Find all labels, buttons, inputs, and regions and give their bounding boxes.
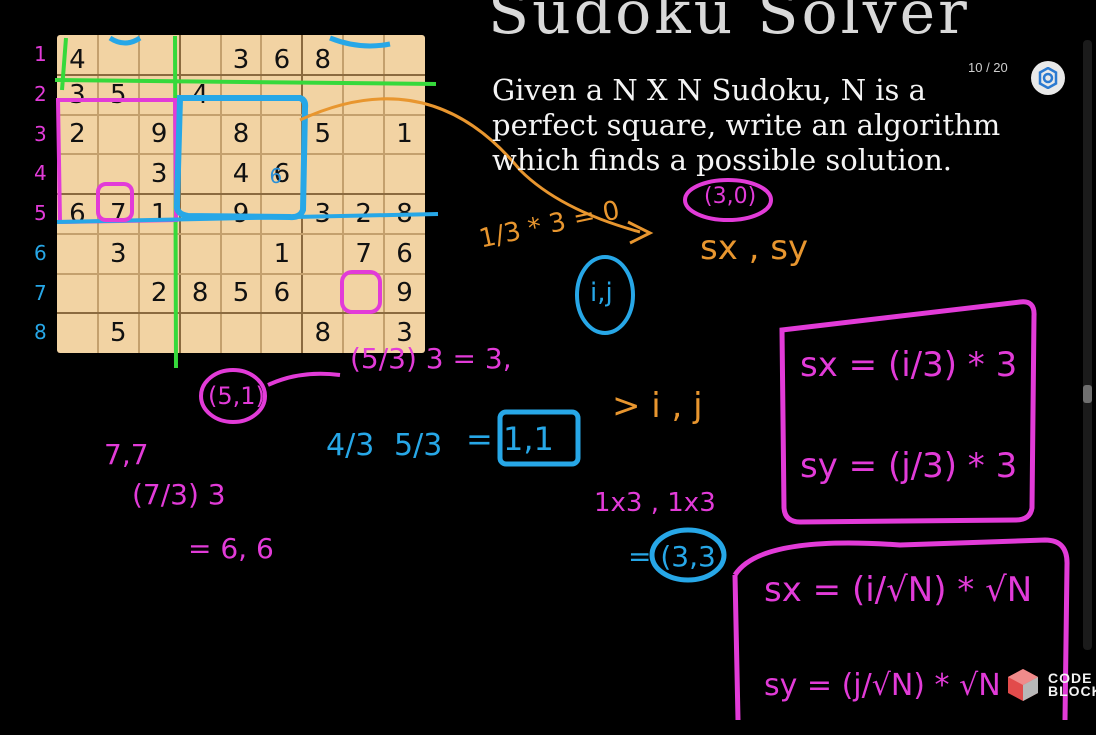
sudoku-cell: 6: [273, 44, 291, 75]
formula-sx: sx = (i/3) * 3: [800, 345, 1018, 385]
sudoku-cell: 3: [69, 79, 86, 110]
annotation-equals-box: = 1,1: [466, 420, 554, 458]
row-label: 8: [34, 320, 47, 345]
sudoku-cell: 3: [314, 198, 332, 229]
sudoku-cell: 5: [314, 119, 332, 150]
logo-line-2: BLOCK: [1048, 683, 1096, 699]
sudoku-cell: 5: [110, 79, 127, 110]
pink-formula-box: [779, 299, 1037, 525]
sudoku-cell: 8: [191, 278, 209, 309]
row-label: 4: [34, 161, 47, 186]
annotation-sx-sy: sx , sy: [700, 228, 809, 268]
annotation-pair-7-7: 7,7: [104, 438, 149, 471]
sudoku-cell: 5: [110, 318, 127, 349]
green-vertical-line: [54, 35, 437, 369]
annotation-ij-circle: i,j: [590, 278, 613, 308]
sudoku-cell: 8: [232, 119, 250, 150]
sudoku-cell: 2: [69, 119, 86, 150]
sudoku-cell: 7: [355, 238, 372, 269]
annotation-product-result: = (3,3): [628, 540, 727, 573]
sudoku-cell: 4: [69, 44, 86, 75]
pink-box-region: [55, 98, 179, 225]
gear-icon: [1038, 67, 1058, 89]
sudoku-cell: 1: [273, 238, 291, 269]
sudoku-cell: 4: [191, 79, 209, 110]
annotation-div-expr: (5/3) 3 = 3,: [350, 342, 512, 375]
annotation-cell-5-1: (5,1): [208, 382, 265, 410]
scroll-thumb[interactable]: [1083, 385, 1092, 403]
cyan-box-1-1: [497, 409, 581, 467]
grid-line-horizontal: [57, 193, 425, 195]
problem-statement: Given a N X N Sudoku, N is a perfect squ…: [492, 73, 1082, 178]
orange-arrow: [299, 97, 654, 245]
cyan-top-mark: [108, 35, 391, 49]
pink-ellipse-5-1: [199, 368, 267, 424]
sudoku-cell: 3: [110, 238, 127, 269]
sudoku-cell: 6: [273, 159, 291, 190]
sudoku-cell: 9: [396, 278, 413, 309]
annotation-pair-result: = 6, 6: [188, 532, 274, 565]
slide-counter: 10 / 20: [968, 60, 1008, 75]
row-label: 5: [34, 201, 47, 225]
grid-line-horizontal: [57, 272, 425, 275]
pink-ellipse-3-0: [683, 178, 773, 222]
problem-line-2: perfect square, write an algorithm: [492, 108, 1001, 142]
annotation-ij-arrow: > i , j: [612, 386, 703, 426]
sudoku-cell: 3: [232, 44, 250, 75]
sudoku-cell: 6: [273, 278, 291, 309]
problem-line-1: Given a N X N Sudoku, N is a: [492, 73, 926, 107]
cyan-box-region: [173, 95, 309, 221]
annotation-product: 1x3 , 1x3: [594, 488, 716, 518]
annotation-pair-div: (7/3) 3: [132, 478, 226, 511]
cube-logo-icon: [1008, 669, 1038, 701]
cyan-circle-3-3: [649, 527, 727, 583]
grid-line-horizontal: [57, 113, 425, 116]
row-label: 3: [34, 121, 47, 146]
grid-line-horizontal: [57, 73, 425, 76]
cyan-circle-ij: [575, 255, 635, 335]
grid-line-horizontal: [57, 312, 425, 315]
sudoku-cell: 3: [396, 318, 413, 349]
sudoku-cell: 8: [314, 318, 332, 349]
problem-line-3: which finds a possible solution.: [492, 143, 952, 177]
row-label: 1: [34, 42, 47, 66]
logo-line-1: CODE: [1048, 670, 1093, 686]
sudoku-cell: 2: [150, 278, 168, 309]
annotation-small-six: 6: [269, 164, 283, 189]
sudoku-cell: 8: [314, 44, 332, 75]
pink-box-7: [96, 182, 134, 222]
sudoku-cell: 6: [396, 238, 413, 269]
annotation-point-pink: (3,0): [704, 184, 757, 209]
formula-sx-n: sx = (i/√N) * √N: [764, 570, 1033, 610]
grid-line-horizontal: [57, 153, 425, 156]
row-label: 2: [34, 81, 47, 106]
slide-title-partial: Sudoku Solver: [488, 0, 970, 48]
pink-box-empty: [340, 270, 382, 314]
sudoku-cell: 9: [150, 119, 168, 150]
sudoku-cell: 4: [232, 159, 250, 190]
brand-logo: CODE BLOCK: [1004, 666, 1096, 704]
sudoku-cell: 1: [396, 119, 413, 150]
row-label: 6: [34, 240, 47, 265]
sudoku-cell: 5: [232, 278, 250, 309]
pink-arrow-5-1: [267, 371, 341, 387]
settings-button[interactable]: [1031, 61, 1065, 95]
annotation-fraction-1: 4/3: [326, 428, 375, 463]
row-label: 7: [34, 280, 47, 305]
grid-line-horizontal: [57, 232, 425, 235]
scrollbar[interactable]: [1083, 40, 1092, 650]
pink-formula-box-n: [732, 537, 1070, 721]
formula-sy: sy = (j/3) * 3: [800, 446, 1018, 486]
sudoku-cell: 3: [150, 159, 168, 190]
formula-sy-n: sy = (j/√N) * √N: [764, 668, 1001, 703]
annotation-fraction-2: 5/3: [394, 428, 443, 463]
